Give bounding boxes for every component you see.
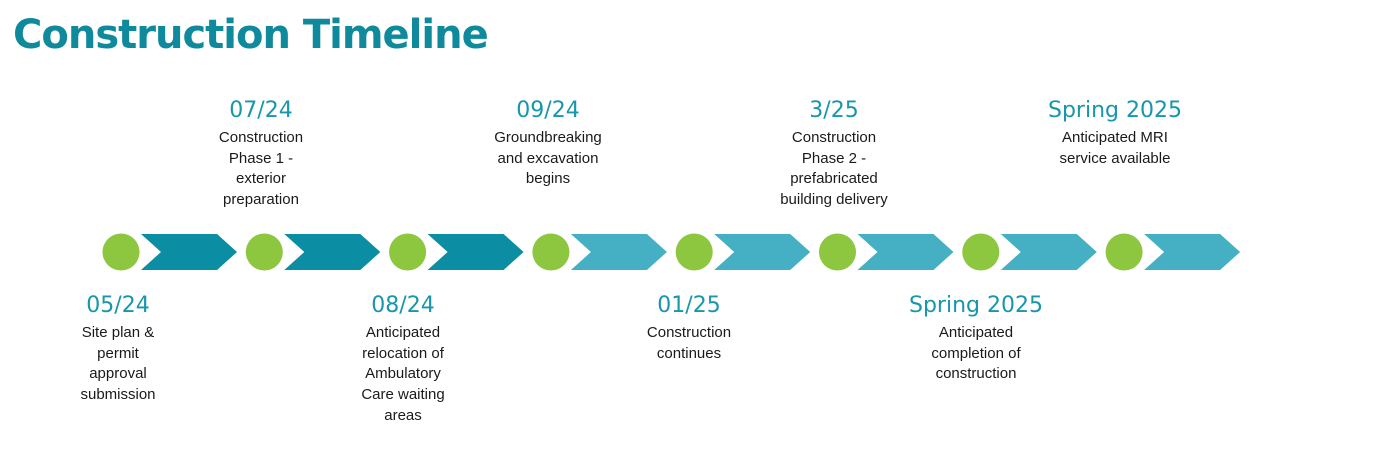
milestone-description: Anticipated MRI service available (1059, 129, 1171, 167)
milestone-bottom-1: 05/24 Site plan & permit approval submis… (28, 291, 208, 406)
page-title: Construction Timeline (13, 12, 489, 58)
timeline-chevron (857, 234, 954, 270)
timeline-track-graphic (102, 233, 1241, 271)
milestone-date: 09/24 (516, 98, 580, 123)
milestone-top-4: Spring 2025 Anticipated MRI service avai… (1025, 96, 1205, 169)
milestone-bottom-2: 08/24 Anticipated relocation of Ambulato… (313, 291, 493, 427)
milestone-description: Anticipated relocation of Ambulatory Car… (361, 324, 445, 424)
milestone-description: Construction continues (646, 324, 732, 362)
timeline-chevron (1144, 234, 1241, 270)
milestone-description: Site plan & permit approval submission (80, 324, 156, 404)
milestone-description: Groundbreaking and excavation begins (494, 129, 602, 188)
milestone-date: Spring 2025 (909, 293, 1043, 318)
timeline-chevron (284, 234, 381, 270)
milestone-bottom-4: Spring 2025 Anticipated completion of co… (886, 291, 1066, 385)
timeline-chevron (570, 234, 667, 270)
timeline-node (102, 233, 140, 271)
timeline-node (675, 233, 713, 271)
milestone-top-1: 07/24 Construction Phase 1 - exterior pr… (171, 96, 351, 211)
timeline-chevron (427, 234, 524, 270)
milestone-description: Construction Phase 1 - exterior preparat… (218, 129, 304, 209)
milestone-description: Construction Phase 2 - prefabricated bui… (780, 129, 888, 209)
milestone-description: Anticipated completion of construction (931, 324, 1021, 383)
milestone-top-3: 3/25 Construction Phase 2 - prefabricate… (744, 96, 924, 211)
milestone-bottom-3: 01/25 Construction continues (599, 291, 779, 364)
milestone-date: Spring 2025 (1048, 98, 1182, 123)
timeline-node (962, 233, 1000, 271)
milestone-date: 05/24 (86, 293, 150, 318)
milestone-date: 08/24 (371, 293, 435, 318)
timeline-node (245, 233, 283, 271)
timeline-node (819, 233, 856, 271)
milestone-date: 3/25 (809, 98, 859, 123)
timeline-track (0, 228, 1377, 276)
timeline-node (532, 233, 570, 271)
timeline-chevron (714, 234, 811, 270)
milestone-date: 01/25 (657, 293, 721, 318)
timeline-chevron (141, 234, 237, 270)
milestone-date: 07/24 (229, 98, 293, 123)
milestone-top-2: 09/24 Groundbreaking and excavation begi… (458, 96, 638, 190)
timeline-chevron (1000, 234, 1097, 270)
timeline-node (1105, 233, 1143, 271)
timeline-node (389, 233, 427, 271)
